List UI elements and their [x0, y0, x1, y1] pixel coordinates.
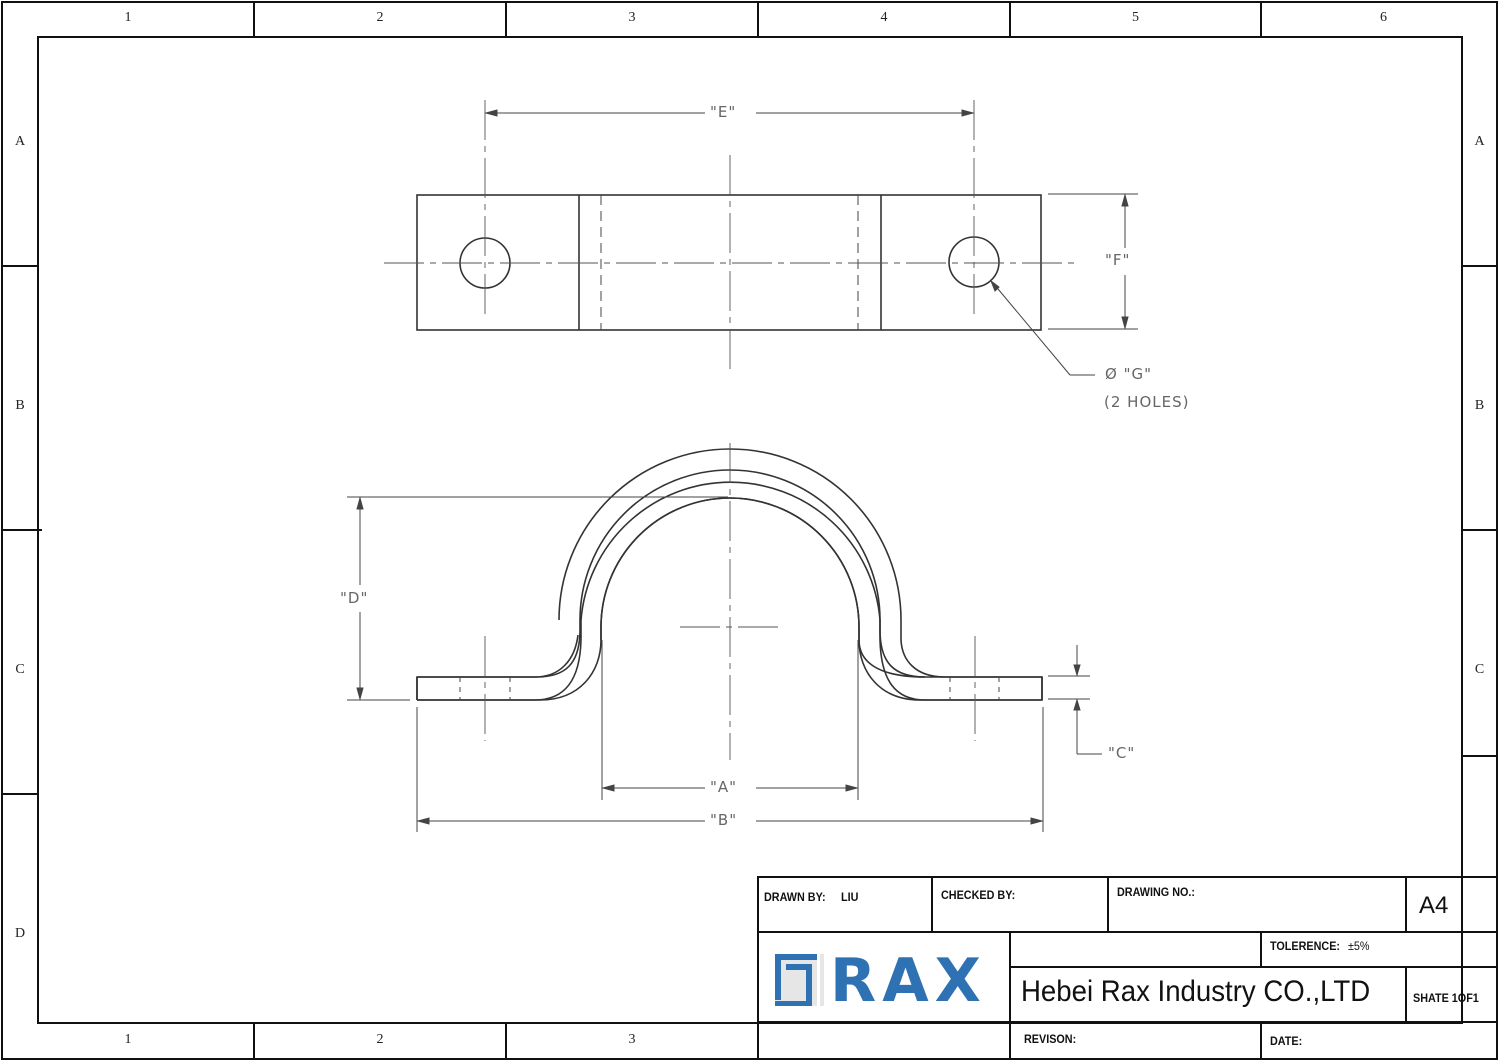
row-label-a-left: A	[14, 134, 26, 149]
company-logo: RAX	[830, 946, 987, 1016]
dimension-label-b: "B"	[710, 811, 738, 829]
bottom-column-label-3: 3	[628, 1032, 636, 1047]
title-block-lines	[757, 876, 1498, 1060]
dimension-label-d: "D"	[340, 589, 369, 607]
tolerance-value: ±5%	[1348, 939, 1370, 953]
column-label-4: 4	[880, 10, 888, 25]
front-view-hidden-lines	[459, 677, 1000, 700]
sheet-size: A4	[1419, 892, 1449, 919]
column-label-5: 5	[1132, 10, 1139, 25]
tolerance-label: TOLERENCE:	[1270, 939, 1341, 953]
column-label-1: 1	[124, 10, 132, 25]
top-view-hidden-lines	[600, 195, 859, 330]
sheet-number: SHATE 1OF1	[1413, 991, 1479, 1005]
column-label-6: 6	[1380, 10, 1387, 25]
row-label-a-right: A	[1474, 134, 1485, 149]
leader-g	[989, 279, 1095, 376]
dimension-f	[1048, 193, 1138, 330]
dimension-d	[347, 496, 728, 701]
dimension-label-c: "C"	[1108, 744, 1136, 762]
logo-mark-icon	[775, 954, 824, 1006]
dimension-c	[1048, 645, 1102, 755]
dimension-note-g: (2 HOLES)	[1104, 393, 1190, 411]
front-view-centerlines	[484, 443, 976, 760]
dimension-label-e: "E"	[710, 103, 737, 121]
top-view-centerlines	[384, 100, 1075, 370]
row-label-c-left: C	[15, 662, 25, 677]
column-label-2: 2	[376, 10, 384, 25]
revision-label: REVISON:	[1024, 1032, 1077, 1046]
drawing-no-label: DRAWING NO.:	[1117, 885, 1196, 899]
row-label-b-right: B	[1474, 398, 1485, 413]
bottom-column-label-2: 2	[376, 1032, 384, 1047]
company-name: Hebei Rax Industry CO.,LTD	[1021, 975, 1371, 1008]
date-label: DATE:	[1270, 1034, 1303, 1048]
checked-by-label: CHECKED BY:	[941, 888, 1016, 902]
front-view	[416, 448, 1043, 701]
dimension-b	[416, 707, 1044, 832]
row-label-c-right: C	[1474, 662, 1485, 677]
column-label-3: 3	[628, 10, 636, 25]
drawn-by-label: DRAWN BY:	[764, 890, 826, 904]
drawn-by-value: LIU	[841, 890, 859, 904]
dimension-label-g: Ø "G"	[1105, 365, 1152, 383]
dimension-a	[601, 640, 859, 800]
top-view	[416, 194, 1042, 331]
dimension-e	[484, 109, 975, 117]
dimension-label-a: "A"	[710, 778, 738, 796]
bottom-column-label-1: 1	[124, 1032, 132, 1047]
dimension-label-f: "F"	[1105, 251, 1131, 269]
row-label-b-left: B	[15, 398, 25, 413]
row-label-d-left: D	[14, 926, 26, 941]
